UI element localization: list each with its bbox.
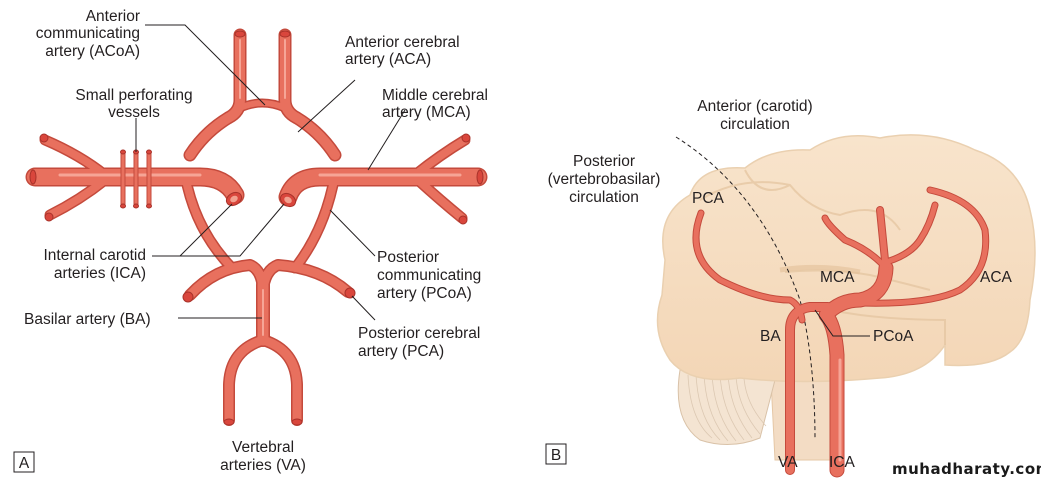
- label-aca-2: artery (ACA): [345, 51, 431, 68]
- label-mca-b: MCA: [820, 269, 855, 286]
- leader-pcoa-b: [814, 309, 870, 337]
- label-pca-1: Posterior cerebral: [358, 325, 480, 342]
- label-ica-b: ICA: [829, 454, 856, 471]
- label-perforating-2: vessels: [108, 104, 160, 121]
- leader-lines-a: [135, 24, 406, 321]
- label-anterior-circ-2: circulation: [720, 116, 790, 133]
- label-ba-b: BA: [760, 328, 781, 345]
- circulation-divider: [675, 136, 816, 441]
- label-va-2: arteries (VA): [220, 457, 306, 474]
- panel-b-marker: B: [545, 443, 567, 465]
- label-posterior-circ-2: (vertebrobasilar): [548, 171, 661, 188]
- label-va-1: Vertebral: [232, 439, 294, 456]
- labels-a: Anterior communicating artery (ACoA) Ant…: [24, 8, 488, 474]
- label-posterior-circ-3: circulation: [569, 189, 639, 206]
- brain-folds: [699, 169, 946, 345]
- label-pca-2: artery (PCA): [358, 343, 444, 360]
- label-pcoa-2: communicating: [377, 267, 481, 284]
- cerebrum: [656, 134, 1036, 383]
- watermark: muhadharaty.com: [892, 460, 1041, 478]
- label-ba: Basilar artery (BA): [24, 311, 151, 328]
- panel-a-letter: A: [19, 455, 30, 472]
- label-pcoa-1: Posterior: [377, 249, 439, 266]
- panel-b-lateral-brain: Anterior (carotid) circulation Posterior…: [545, 98, 1036, 478]
- label-mca-2: artery (MCA): [382, 104, 471, 121]
- label-ica-1: Internal carotid: [43, 247, 146, 264]
- label-aca-1: Anterior cerebral: [345, 34, 460, 51]
- labels-b: Anterior (carotid) circulation Posterior…: [548, 98, 1013, 471]
- label-acoa-2: communicating: [36, 25, 140, 42]
- label-pcoa-3: artery (PCoA): [377, 285, 472, 302]
- label-va-b: VA: [778, 454, 798, 471]
- artery-network-a: [25, 28, 488, 426]
- artery-network-b: [692, 186, 990, 478]
- label-acoa-1: Anterior: [86, 8, 140, 25]
- cerebellum: [677, 369, 776, 445]
- label-acoa-3: artery (ACoA): [45, 43, 140, 60]
- label-ica-2: arteries (ICA): [54, 265, 146, 282]
- panel-a-circle-of-willis: Anterior communicating artery (ACoA) Ant…: [13, 8, 488, 474]
- label-pcoa-b: PCoA: [873, 328, 914, 345]
- label-pca-b: PCA: [692, 190, 725, 207]
- label-aca-b: ACA: [980, 269, 1013, 286]
- label-anterior-circ-1: Anterior (carotid): [697, 98, 812, 115]
- label-mca-1: Middle cerebral: [382, 87, 488, 104]
- panel-b-letter: B: [551, 447, 561, 464]
- label-posterior-circ-1: Posterior: [573, 153, 635, 170]
- label-perforating-1: Small perforating: [75, 87, 192, 104]
- panel-a-marker: A: [13, 451, 35, 473]
